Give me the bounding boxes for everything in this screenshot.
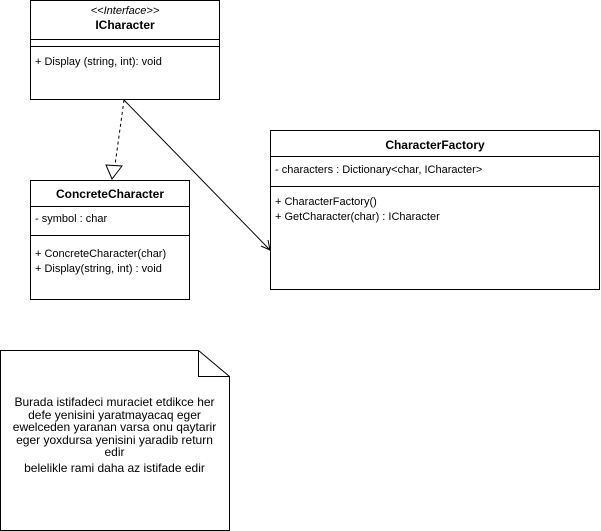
concretecharacter-method: + Display(string, int) : void xyxy=(35,263,162,275)
realization-line xyxy=(114,99,125,166)
concretecharacter-title: ConcreteCharacter xyxy=(55,187,165,201)
characterfactory-title: CharacterFactory xyxy=(385,138,485,152)
icharacter-class[interactable]: <<Interface>> ICharacter + Display (stri… xyxy=(30,0,220,100)
characterfactory-method: + GetCharacter(char) : ICharacter xyxy=(275,211,440,223)
note-fold xyxy=(198,350,230,377)
concretecharacter-method: + ConcreteCharacter(char) xyxy=(35,248,167,260)
icharacter-title: ICharacter xyxy=(95,18,155,32)
characterfactory-method: + CharacterFactory() xyxy=(275,196,377,208)
association-arrowhead xyxy=(260,239,271,251)
icharacter-stereotype: <<Interface>> xyxy=(90,5,160,17)
note-line: edir xyxy=(104,445,125,459)
characterfactory-separator-1 xyxy=(271,156,599,157)
note-line: ewelceden yaranan varsa onu qaytarir xyxy=(12,420,217,434)
concretecharacter-separator-1 xyxy=(31,206,189,207)
concretecharacter-class[interactable]: ConcreteCharacter - symbol : char + Conc… xyxy=(30,180,190,300)
characterfactory-class[interactable]: CharacterFactory - characters : Dictiona… xyxy=(270,130,600,290)
characterfactory-separator-2 xyxy=(271,186,599,187)
concretecharacter-separator-2 xyxy=(31,235,189,236)
note-line: belelikle rami daha az istifade edir xyxy=(24,460,205,475)
icharacter-separator-2 xyxy=(31,46,219,47)
concretecharacter-attribute: - symbol : char xyxy=(35,213,108,225)
note: Burada istifadeci muraciet etdikce her d… xyxy=(0,396,229,474)
note-line: Burada istifadeci muraciet etdikce her xyxy=(14,395,215,409)
note-line: defe yenisini yaratmayacaq eger xyxy=(28,407,201,422)
characterfactory-attribute: - characters : Dictionary<char, ICharact… xyxy=(275,164,483,176)
note-shape xyxy=(0,350,230,531)
realization-arrowhead xyxy=(105,164,123,180)
icharacter-separator-1 xyxy=(31,39,219,40)
note-line: eger yoxdursa yenisini yaradib return xyxy=(16,432,213,447)
association-line xyxy=(123,99,271,251)
icharacter-method: + Display (string, int): void xyxy=(35,56,162,68)
